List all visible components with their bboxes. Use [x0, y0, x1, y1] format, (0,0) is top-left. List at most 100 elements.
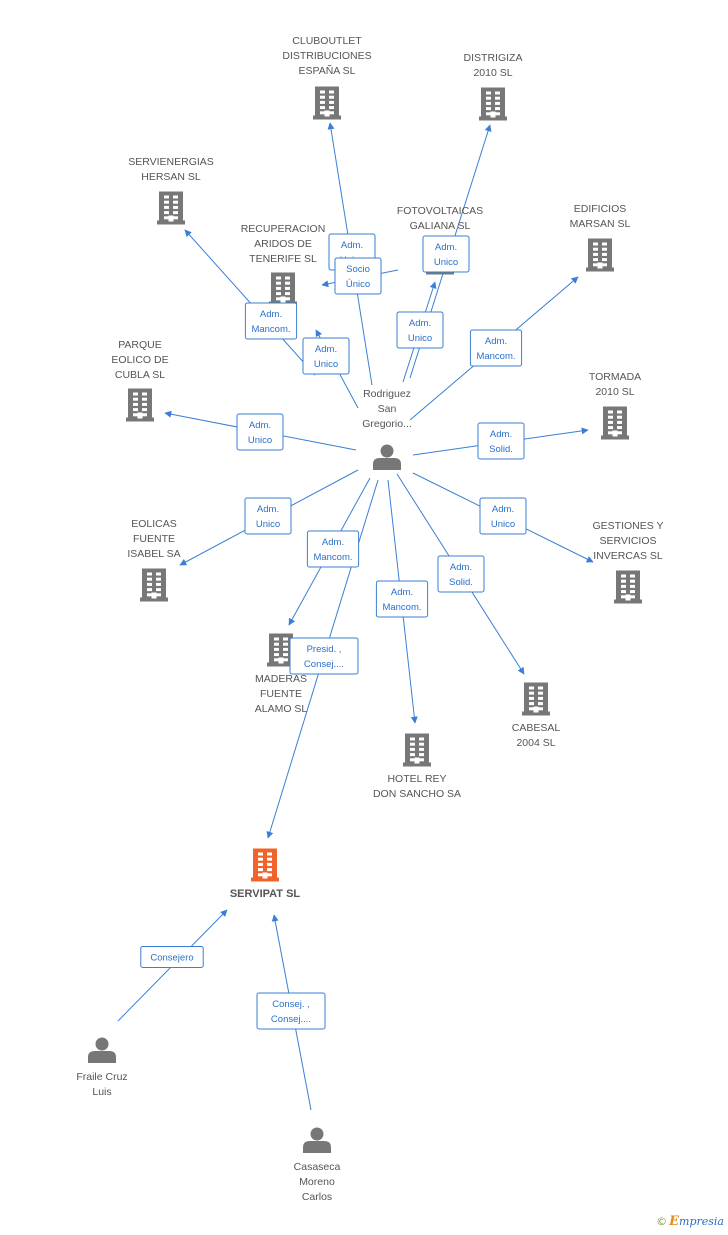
relationship-label-text: Adm.	[249, 420, 271, 431]
node-label-cabesal: CABESAL	[512, 722, 561, 734]
node-label-eolicas: ISABEL SA	[127, 548, 180, 560]
relationship-label[interactable]: Consejero	[140, 946, 204, 968]
relationship-label[interactable]: Adm.Unico	[479, 497, 527, 535]
relationship-label-text: Adm.	[409, 318, 431, 329]
relationship-label-text: Adm.	[485, 336, 507, 347]
relationship-label-box	[396, 311, 444, 349]
node-label-servienergias: HERSAN SL	[141, 171, 201, 183]
node-label-rodriguez: San	[378, 403, 397, 415]
relationship-label[interactable]: Adm. Unico	[422, 235, 470, 273]
person-icon	[88, 1037, 116, 1063]
relationship-label-box	[289, 637, 359, 675]
node-label-distrigiza: 2010 SL	[473, 67, 512, 79]
relationship-label-text: Consej....	[271, 1014, 311, 1025]
brand-name: mpresia	[679, 1215, 724, 1228]
relationship-label[interactable]: Adm.Mancom.	[244, 302, 298, 340]
node-label-clubo: ESPAÑA SL	[298, 64, 355, 77]
person-icon	[373, 444, 401, 470]
relationship-label-box	[140, 946, 204, 968]
relationship-label-text: Adm.	[435, 242, 457, 253]
node-label-fotovoltaicas: GALIANA SL	[410, 220, 471, 232]
building-icon	[403, 733, 431, 767]
relationship-label[interactable]: Adm.Unico	[302, 337, 350, 375]
relationship-label[interactable]: Adm. Mancom.	[469, 329, 523, 367]
relationship-label-text: Solid.	[489, 444, 513, 455]
relationship-label-text: Adm.	[341, 240, 363, 251]
relationship-label-box	[375, 580, 429, 618]
relationship-label[interactable]: Adm.Mancom.	[306, 530, 360, 568]
node-label-gestiones: SERVICIOS	[600, 535, 657, 547]
relationship-label-text: Socio	[346, 264, 370, 275]
copyright-symbol: ©	[656, 1215, 668, 1228]
node-servipat[interactable]: SERVIPAT SL	[230, 848, 301, 901]
node-label-maderas: ALAMO SL	[255, 703, 308, 715]
node-edificios[interactable]: EDIFICIOS MARSAN SL	[570, 203, 631, 272]
node-label-casaseca: Carlos	[302, 1191, 332, 1203]
relationship-label-box	[469, 329, 523, 367]
brand-initial: E	[669, 1214, 680, 1229]
node-label-cabesal: 2004 SL	[516, 737, 555, 749]
node-label-casaseca: Casaseca	[294, 1161, 341, 1173]
building-icon	[269, 272, 297, 306]
building-icon	[267, 633, 295, 667]
relationship-label[interactable]: Adm.Solid.	[437, 555, 485, 593]
node-label-fotovoltaicas: FOTOVOLTAICAS	[397, 205, 483, 217]
relationship-label[interactable]: Adm.Unico	[244, 497, 292, 535]
relationship-label-box	[306, 530, 360, 568]
empresia-watermark: ©Empresia	[656, 1214, 724, 1229]
node-label-parque: PARQUE	[118, 339, 162, 351]
node-label-servipat: SERVIPAT SL	[230, 888, 301, 900]
person-icon	[303, 1127, 331, 1153]
relationship-label-text: Adm.	[391, 587, 413, 598]
building-icon	[157, 191, 185, 225]
relationship-label[interactable]: Adm. Unico	[396, 311, 444, 349]
node-label-recuperacion: RECUPERACION	[241, 223, 326, 235]
node-label-rodriguez: Gregorio...	[362, 418, 412, 430]
relationship-label-text: Unico	[434, 257, 458, 268]
relationship-label-text: Unico	[408, 333, 432, 344]
relationship-label-text: Adm.	[490, 429, 512, 440]
node-label-maderas: MADERAS	[255, 673, 307, 685]
relationship-label[interactable]: Adm.Mancom.	[375, 580, 429, 618]
node-label-casaseca: Moreno	[299, 1176, 335, 1188]
node-label-tormada: TORMADA	[589, 371, 641, 383]
node-parque[interactable]: PARQUE EOLICO DE CUBLA SL	[111, 339, 169, 422]
node-label-parque: EOLICO DE	[111, 354, 168, 366]
relationship-label-text: Mancom.	[313, 552, 352, 563]
node-label-rodriguez: Rodriguez	[363, 388, 411, 400]
building-icon	[586, 238, 614, 272]
relationship-label-box	[236, 413, 284, 451]
relationship-label-box	[244, 497, 292, 535]
node-label-edificios: EDIFICIOS	[574, 203, 627, 215]
node-label-gestiones: GESTIONES Y	[593, 520, 664, 532]
relationship-label[interactable]: Consej. ,Consej....	[256, 992, 326, 1030]
node-label-parque: CUBLA SL	[115, 369, 165, 381]
relationship-label[interactable]: Presid. ,Consej....	[289, 637, 359, 675]
relationship-label-box	[422, 235, 470, 273]
relationship-label-text: Adm.	[260, 309, 282, 320]
building-icon	[140, 568, 168, 602]
node-label-eolicas: EOLICAS	[131, 518, 177, 530]
node-cabesal[interactable]: CABESAL 2004 SL	[512, 682, 561, 750]
relationship-label[interactable]: Adm.Unico	[236, 413, 284, 451]
relationship-label-box	[244, 302, 298, 340]
node-label-edificios: MARSAN SL	[570, 218, 631, 230]
relationship-label[interactable]: Adm. Solid.	[477, 422, 525, 460]
relationship-label-text: Unico	[491, 519, 515, 530]
relationship-label-text: Mancom.	[476, 351, 515, 362]
node-rodriguez[interactable]: RodriguezSanGregorio...	[362, 388, 412, 470]
relationship-label-box	[477, 422, 525, 460]
focus-building-icon	[251, 848, 279, 882]
